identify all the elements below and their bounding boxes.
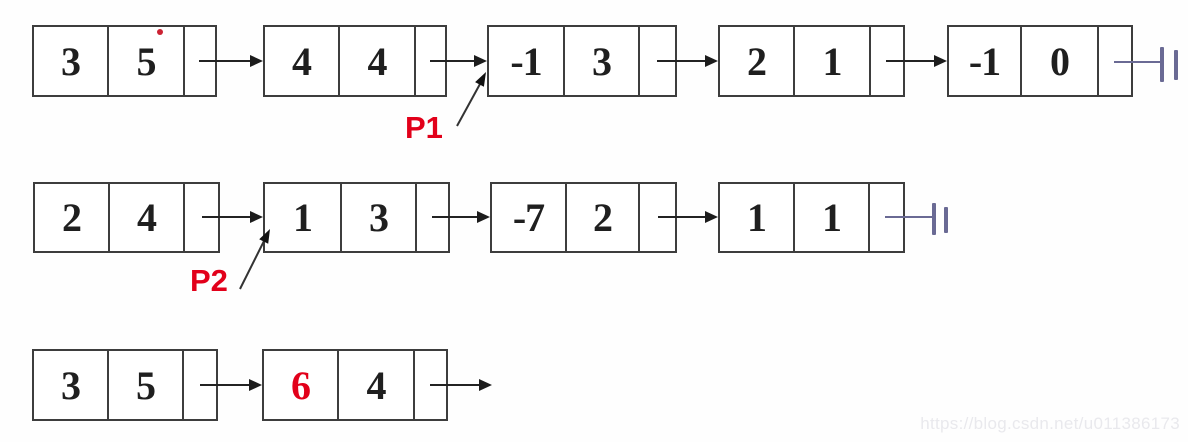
coef-cell: 6 [264, 351, 339, 419]
coef-cell: -1 [489, 27, 565, 95]
link-arrow [432, 211, 490, 223]
null-terminator-bar [1160, 47, 1164, 82]
list1-node3: -1 3 [487, 25, 677, 97]
coef-cell: -1 [949, 27, 1022, 95]
list1-node2: 4 4 [263, 25, 447, 97]
link-arrow [199, 55, 263, 67]
p1-arrow [456, 72, 486, 127]
coef-cell: 2 [35, 184, 110, 251]
exp-cell: 4 [339, 351, 415, 419]
coef-cell: 4 [265, 27, 340, 95]
null-terminator-bar [1174, 50, 1178, 80]
coef-cell: -7 [492, 184, 567, 251]
exp-cell: 5 [109, 27, 185, 95]
link-arrow [202, 211, 263, 223]
null-terminator-line [885, 216, 934, 218]
exp-cell: 1 [795, 27, 871, 95]
null-terminator-line [1114, 61, 1162, 63]
result-node2: 6 4 [262, 349, 448, 421]
list1-node1: 3 5 [32, 25, 217, 97]
exp-cell: 3 [342, 184, 417, 251]
coef-cell: 1 [265, 184, 342, 251]
exp-cell: 2 [567, 184, 640, 251]
list2-node2: 1 3 [263, 182, 450, 253]
exp-cell: 3 [565, 27, 640, 95]
link-arrow [430, 55, 487, 67]
link-arrow [200, 379, 262, 391]
exp-cell: 1 [795, 184, 870, 251]
null-terminator-bar [944, 207, 948, 233]
watermark: https://blog.csdn.net/u011386173 [920, 414, 1180, 433]
coef-cell: 3 [34, 351, 109, 419]
open-continuation-arrow [430, 379, 492, 391]
null-terminator-bar [932, 203, 936, 235]
exp-cell: 0 [1022, 27, 1099, 95]
coef-cell: 2 [720, 27, 795, 95]
list2-node1: 2 4 [33, 182, 220, 253]
exp-cell: 4 [340, 27, 416, 95]
pointer-label-p2: P2 [190, 263, 228, 298]
coef-cell: 3 [34, 27, 109, 95]
link-arrow [658, 211, 718, 223]
link-arrow [657, 55, 718, 67]
exp-cell: 4 [110, 184, 185, 251]
result-node1: 3 5 [32, 349, 218, 421]
link-arrow [886, 55, 947, 67]
exp-cell: 5 [109, 351, 184, 419]
red-dot-marker [157, 29, 163, 35]
list2-node3: -7 2 [490, 182, 677, 253]
coef-cell: 1 [720, 184, 795, 251]
list1-node4: 2 1 [718, 25, 905, 97]
pointer-label-p1: P1 [405, 110, 443, 145]
p2-arrow [239, 229, 270, 290]
list2-node4: 1 1 [718, 182, 905, 253]
list1-node5: -1 0 [947, 25, 1133, 97]
